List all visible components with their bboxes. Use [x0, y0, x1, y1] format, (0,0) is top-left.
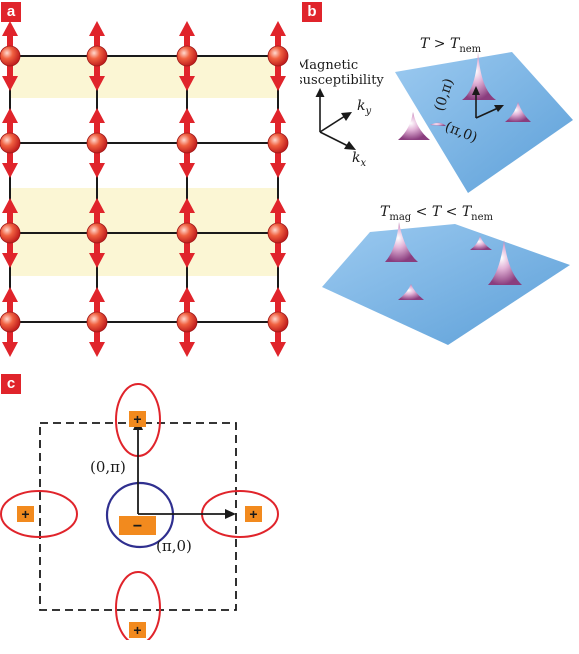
axis-title-line2: susceptibility	[300, 73, 384, 88]
svg-text:−: −	[133, 518, 142, 535]
spin-2-3	[267, 198, 289, 268]
panel-c-label: c	[1, 374, 21, 394]
lattice-spins	[0, 21, 289, 357]
k-axes	[315, 88, 356, 150]
peak-top-3	[505, 102, 531, 122]
peak-bottom-3	[470, 236, 492, 250]
hole-pocket	[105, 481, 175, 549]
spin-0-3	[267, 21, 289, 91]
surface-top	[395, 52, 573, 193]
spin-2-1	[86, 198, 108, 268]
peak-bottom-4	[398, 284, 424, 300]
svg-text:+: +	[133, 411, 141, 427]
spin-1-0	[0, 108, 21, 178]
panel-b-label: b	[302, 2, 322, 22]
stripe-upper	[10, 56, 278, 98]
spin-3-2	[176, 287, 198, 357]
lattice-lines	[9, 55, 279, 323]
sign-plus-bottom: +	[129, 622, 146, 638]
peak-top-4	[430, 122, 446, 126]
panel-b-susceptibility: Magnetic susceptibility ky kx T > Tnem (…	[300, 36, 573, 345]
spin-0-0	[0, 21, 21, 91]
peaks-top	[398, 52, 531, 140]
axis-title-line1: Magnetic	[300, 58, 358, 73]
peaks-bottom	[385, 222, 522, 300]
peak-bottom-1	[385, 222, 418, 262]
spin-3-0	[0, 287, 21, 357]
panel-a-label: a	[1, 2, 21, 22]
panel-a-spin-lattice	[0, 21, 289, 357]
condition-top: T > Tnem	[420, 36, 482, 55]
sign-plus-top: +	[129, 411, 146, 427]
kx-label: kx	[352, 150, 366, 169]
electron-pocket-left	[0, 490, 78, 538]
ky-label: ky	[357, 98, 371, 117]
svg-text:+: +	[21, 506, 29, 522]
panel-c-fermi-pockets: (0,π) (π,0) + + + + −	[0, 383, 279, 640]
spin-2-2	[176, 198, 198, 268]
spin-1-3	[267, 108, 289, 178]
sign-plus-right: +	[245, 506, 262, 522]
peak-top-1	[462, 52, 496, 100]
sign-plus-left: +	[17, 506, 34, 522]
q-vectors-b	[472, 86, 504, 119]
spin-1-1	[86, 108, 108, 178]
q-label-0pi-c: (0,π)	[90, 458, 126, 476]
q-vectors-c	[133, 419, 236, 519]
peak-top-2	[398, 112, 430, 140]
spin-0-1	[86, 21, 108, 91]
sign-minus-center: −	[119, 516, 156, 535]
condition-bottom: Tmag < T < Tnem	[380, 204, 494, 223]
peak-bottom-2	[488, 240, 522, 285]
electron-pocket-bottom	[115, 571, 161, 640]
q-label-pi0-c: (π,0)	[156, 537, 192, 555]
spin-3-3	[267, 287, 289, 357]
svg-text:+: +	[249, 506, 257, 522]
svg-text:+: +	[133, 622, 141, 638]
spin-3-1	[86, 287, 108, 357]
spin-1-2	[176, 108, 198, 178]
spin-2-0	[0, 198, 21, 268]
spin-0-2	[176, 21, 198, 91]
surface-bottom	[322, 224, 570, 345]
